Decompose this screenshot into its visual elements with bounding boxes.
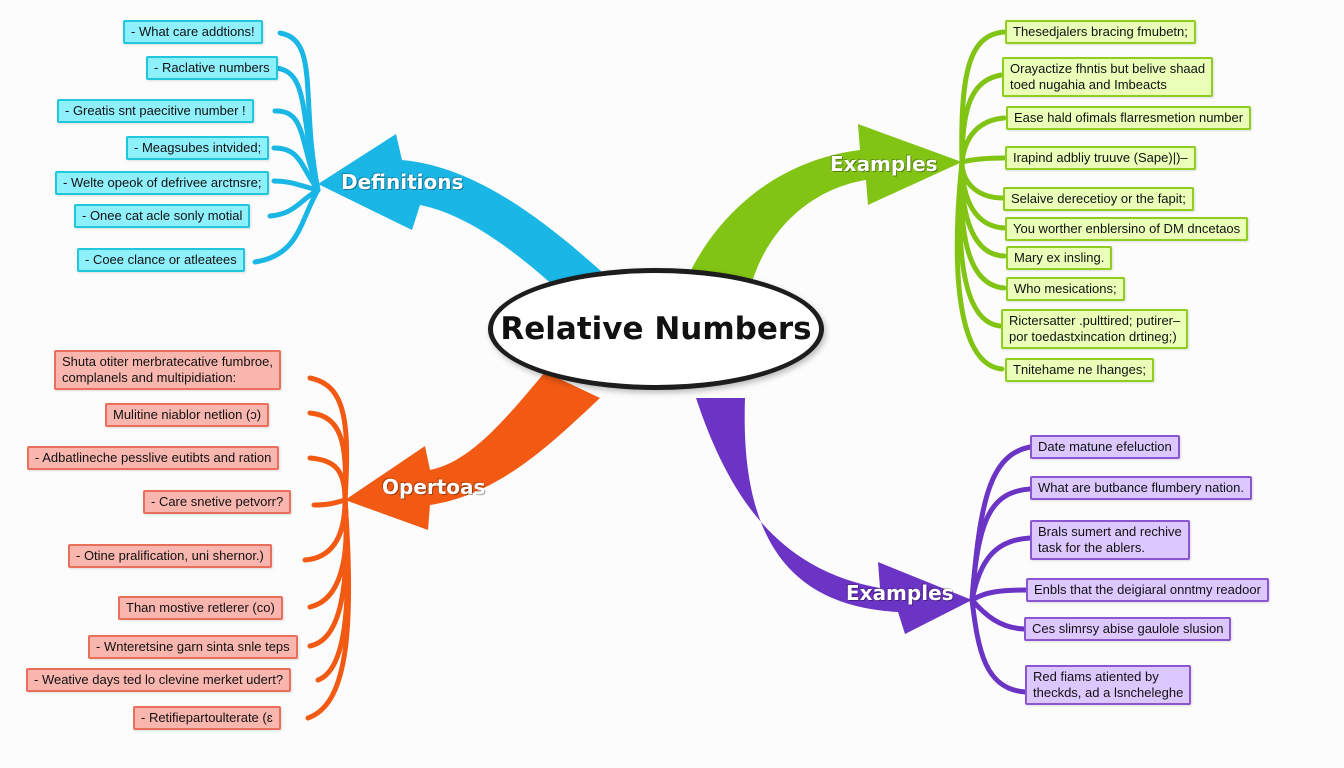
definitions-branch xyxy=(318,134,602,296)
operation-item[interactable]: - Care snetive petvorr? xyxy=(143,490,292,514)
branch-label-operations[interactable]: Opertoas xyxy=(382,475,486,499)
operation-item[interactable]: - Retifiepartoulterate (ɛ xyxy=(133,706,281,730)
definition-item[interactable]: - Greatis snt paecitive number ! xyxy=(57,99,254,123)
operation-item[interactable]: Than mostive retlerer (co) xyxy=(118,596,283,620)
central-topic[interactable]: Relative Numbers xyxy=(488,268,824,390)
example-item[interactable]: Orayactize fhntis but belive shaad toed … xyxy=(1002,57,1214,97)
definition-item[interactable]: - Raclative numbers xyxy=(146,56,278,80)
operations-branch xyxy=(345,372,600,530)
example-item[interactable]: What are butbance flumbery nation. xyxy=(1030,476,1252,500)
example-item[interactable]: Selaive derecetioy or the fapit; xyxy=(1003,187,1194,211)
example-item[interactable]: Rictersatter .pulttired; putirer– por to… xyxy=(1001,309,1189,349)
example-item[interactable]: Enbls that the deigiaral onntmy readoor xyxy=(1026,578,1269,602)
example-item[interactable]: Ces slimrsy abise gaulole slusion xyxy=(1024,617,1232,641)
definition-item[interactable]: - Onee cat acle sonly motial xyxy=(74,204,251,228)
operation-item[interactable]: Mulitine niablor netlion (ɔ) xyxy=(105,403,270,427)
branch-label-definitions[interactable]: Definitions xyxy=(341,170,464,194)
definition-item[interactable]: - Coee clance or atleatees xyxy=(77,248,245,272)
definition-item[interactable]: - Welte opeok of defrivee arctnsre; xyxy=(55,171,270,195)
examples-green-connectors xyxy=(954,29,1007,372)
operation-item[interactable]: Shuta otiter merbratecative fumbroe, com… xyxy=(54,350,281,390)
operation-item[interactable]: - Adbatlineche pesslive eutibts and rati… xyxy=(27,446,280,470)
branch-label-examples-purple[interactable]: Examples xyxy=(846,581,954,605)
examples-purple-connectors xyxy=(969,444,1033,695)
example-item[interactable]: Who mesications; xyxy=(1006,277,1125,301)
example-item[interactable]: Thesedjalers bracing fmubetn; xyxy=(1005,20,1196,44)
examples-purple-branch xyxy=(696,398,972,634)
definition-item[interactable]: - What care addtions! xyxy=(123,20,263,44)
example-item[interactable]: Mary ex insling. xyxy=(1006,246,1113,270)
example-item[interactable]: Brals sumert and rechive task for the ab… xyxy=(1030,520,1190,560)
example-item[interactable]: Ease hald ofimals flarresmetion number xyxy=(1006,106,1252,130)
example-item[interactable]: You worther enblersino of DM dncetaos xyxy=(1005,217,1249,241)
operation-item[interactable]: - Otine pralification, uni shernor.) xyxy=(68,544,272,568)
operations-connectors xyxy=(302,375,352,721)
definitions-connectors xyxy=(252,30,321,265)
example-item[interactable]: Red fiams atiented by theckds, ad a lsnc… xyxy=(1025,665,1192,705)
examples-green-branch xyxy=(688,124,962,282)
branch-label-examples-green[interactable]: Examples xyxy=(830,152,938,176)
example-item[interactable]: Tnitehame ne Ihanges; xyxy=(1005,358,1154,382)
definition-item[interactable]: - Meagsubes intvided; xyxy=(126,136,270,160)
operation-item[interactable]: - Weative days ted lo clevine merket ude… xyxy=(26,668,292,692)
example-item[interactable]: Irapind adbliy truuve (Sape)|)– xyxy=(1005,146,1196,170)
example-item[interactable]: Date matune efeluction xyxy=(1030,435,1180,459)
operation-item[interactable]: - Wnteretsine garn sinta snle teps xyxy=(88,635,298,659)
